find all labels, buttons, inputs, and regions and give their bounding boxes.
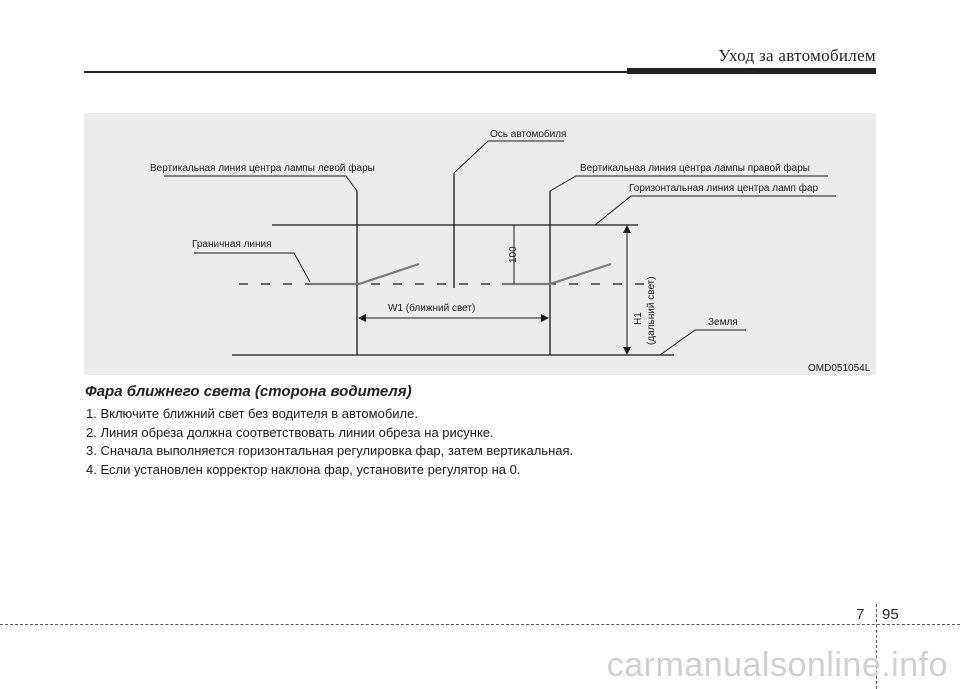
footer-page-divider: [876, 604, 877, 689]
footer-divider: [0, 624, 960, 625]
watermark: carmanualsonline.info: [606, 646, 948, 684]
right-cutoff-line: [502, 262, 612, 286]
ground-label: Земля: [708, 317, 738, 328]
h1-sublabel: (дальний свет): [646, 276, 657, 345]
lamp-horizontal-label: Горизонтальная линия центра ламп фар: [629, 182, 819, 194]
cutoff-label: Граничная линия: [192, 239, 272, 250]
dim-100-label: 100: [508, 246, 519, 263]
instruction-step: 2. Линия обреза должна соответствовать л…: [86, 424, 494, 440]
chapter-number: 7: [856, 606, 865, 623]
page-header-title: Уход за автомобилем: [718, 46, 876, 65]
right-lamp-leader: [549, 175, 828, 192]
header-rule-accent: [627, 68, 876, 74]
instruction-step: 1. Включите ближний свет без водителя в …: [86, 406, 418, 421]
instruction-step: 4. Если установлен корректор наклона фар…: [86, 461, 521, 477]
diagram-svg: 100 W1 (ближний свет) H1 (дальний свет) …: [150, 128, 871, 374]
lamp-horizontal-leader: [594, 195, 836, 226]
left-cutoff-line: [309, 262, 420, 286]
vehicle-axis-label: Ось автомобиля: [490, 128, 566, 140]
w1-label: W1 (ближний свет): [388, 302, 475, 314]
headlamp-aiming-diagram: 100 W1 (ближний свет) H1 (дальний свет) …: [84, 113, 876, 375]
instruction-step: 3. Сначала выполняется горизонтальная ре…: [86, 443, 574, 458]
header-rule: [84, 71, 627, 73]
figure-code: OMD051054L: [808, 363, 871, 374]
h1-label: H1: [633, 312, 644, 325]
ground-leader: [659, 329, 746, 356]
page-number: 95: [882, 606, 899, 623]
left-lamp-label: Вертикальная линия центра лампы левой фа…: [150, 162, 375, 174]
cutoff-leader: [194, 252, 311, 283]
instruction-list: 1. Включите ближний свет без водителя в …: [86, 405, 573, 479]
section-title: Фара ближнего света (сторона водителя): [85, 383, 412, 400]
right-lamp-label: Вертикальная линия центра лампы правой ф…: [580, 162, 810, 174]
vehicle-axis-leader: [453, 140, 564, 174]
left-lamp-leader: [164, 175, 358, 192]
